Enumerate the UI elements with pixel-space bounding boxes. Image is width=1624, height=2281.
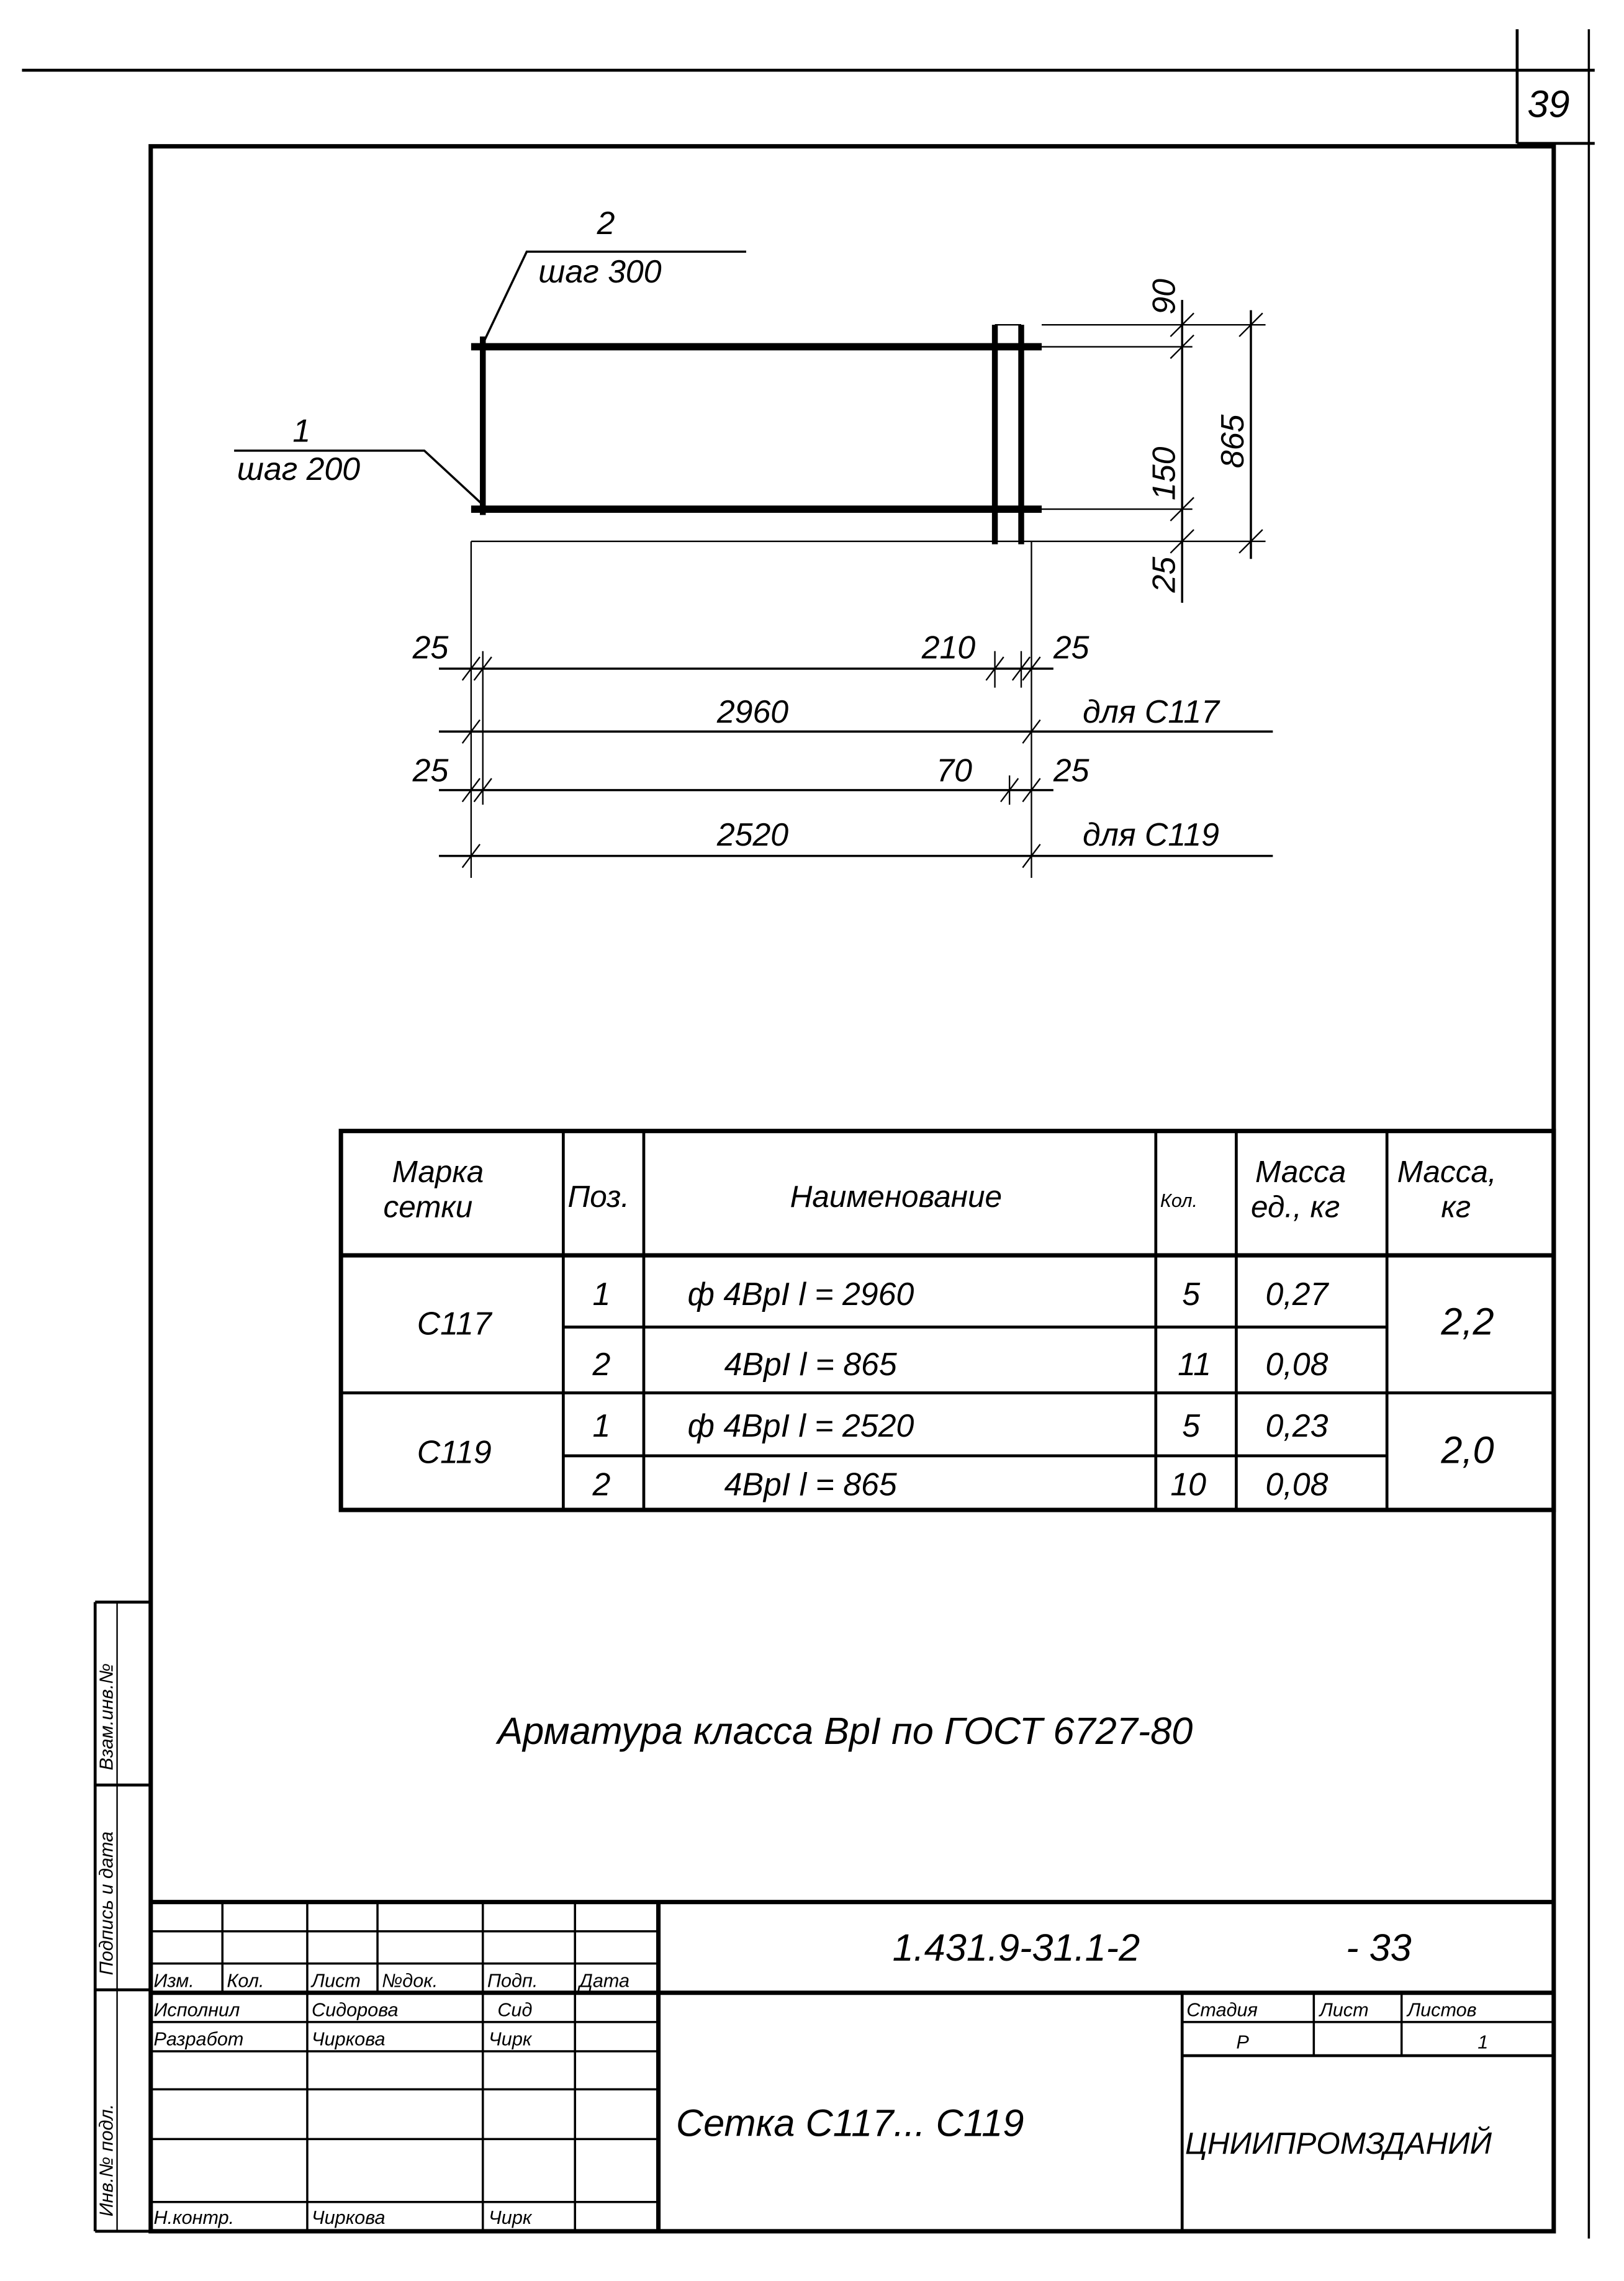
side-replace-inv: Взам.инв.№ xyxy=(96,1663,117,1770)
dim-c119-length: 2520 xyxy=(716,816,788,852)
dim-c119-left: 25 xyxy=(412,752,449,788)
dim-c117-mid: 210 xyxy=(921,629,976,665)
qty-c119-1: 5 xyxy=(1182,1407,1200,1443)
header-qty: Кол. xyxy=(1160,1190,1198,1211)
header-doc: №док. xyxy=(382,1970,438,1991)
name-c119-1: ф 4ВрI l = 2520 xyxy=(688,1407,914,1443)
dim-150: 150 xyxy=(1145,446,1181,500)
name-norm-control: Чиркова xyxy=(312,2207,386,2228)
sheets-value: 1 xyxy=(1477,2031,1488,2053)
sheet-number: 39 xyxy=(1527,83,1569,125)
mass-c119: 2,0 xyxy=(1440,1429,1494,1471)
mass-c117: 2,2 xyxy=(1440,1300,1494,1342)
header-name: Наименование xyxy=(790,1180,1002,1214)
sign-developed: Чирк xyxy=(489,2029,533,2050)
sign-executed: Сид xyxy=(497,1999,532,2020)
reinforcement-note: Арматура класса ВрI по ГОСТ 6727-80 xyxy=(495,1710,1193,1752)
side-sign-date: Подпись и дата xyxy=(96,1832,117,1976)
unit-mass-c119-2: 0,08 xyxy=(1266,1466,1329,1502)
name-developed: Чиркова xyxy=(312,2029,386,2050)
side-inv-orig: Инв.№ подл. xyxy=(96,2104,117,2217)
dim-c117-note: для С117 xyxy=(1083,693,1220,729)
header-change: Изм. xyxy=(154,1970,194,1991)
qty-c117-1: 5 xyxy=(1182,1276,1200,1312)
dim-865: 865 xyxy=(1214,414,1250,468)
role-norm-control: Н.контр. xyxy=(154,2207,235,2228)
name-c117-1: ф 4ВрI l = 2960 xyxy=(688,1276,914,1312)
pos-c119-2: 2 xyxy=(592,1466,611,1502)
header-date: Дата xyxy=(577,1970,629,1991)
title-block-grid xyxy=(150,1900,1554,2231)
pos2-number: 2 xyxy=(597,205,615,241)
dim-c117-left: 25 xyxy=(412,629,449,665)
pos2-pitch: шаг 300 xyxy=(538,253,661,289)
dim-c119-mid: 70 xyxy=(936,752,972,788)
pos-c117-2: 2 xyxy=(592,1346,611,1382)
unit-mass-c117-2: 0,08 xyxy=(1266,1346,1329,1382)
name-c119-2: 4ВрI l = 865 xyxy=(724,1466,897,1502)
spec-table-grid xyxy=(338,1129,1556,1512)
header-mark-1: Марка xyxy=(392,1155,484,1189)
role-developed: Разработ xyxy=(154,2029,244,2050)
header-unit-mass-2: ед., кг xyxy=(1251,1190,1340,1224)
dim-25-vertical: 25 xyxy=(1145,557,1181,594)
sheet-code: - 33 xyxy=(1346,1926,1412,1969)
name-c117-2: 4ВрI l = 865 xyxy=(724,1346,897,1382)
header-unit-mass-1: Масса xyxy=(1255,1155,1346,1189)
designation: 1.431.9-31.1-2 xyxy=(893,1926,1140,1969)
header-sheet: Лист xyxy=(310,1970,361,1991)
header-qty: Кол. xyxy=(227,1970,264,1991)
side-strip xyxy=(93,1601,151,2233)
header-mark-2: сетки xyxy=(384,1190,473,1224)
dim-c117-right: 25 xyxy=(1053,629,1089,665)
mesh-drawing xyxy=(234,250,1273,878)
header-pos: Поз. xyxy=(567,1180,629,1214)
dim-c119-note: для С119 xyxy=(1083,816,1219,852)
pos1-pitch: шаг 200 xyxy=(237,451,360,487)
dim-90: 90 xyxy=(1145,279,1181,315)
sign-norm-control: Чирк xyxy=(489,2207,533,2228)
pos1-number: 1 xyxy=(292,413,310,449)
qty-c117-2: 11 xyxy=(1178,1346,1211,1382)
mark-c119: С119 xyxy=(417,1434,492,1470)
pos-c119-1: 1 xyxy=(593,1407,611,1443)
unit-mass-c117-1: 0,27 xyxy=(1266,1276,1330,1312)
unit-mass-c119-1: 0,23 xyxy=(1266,1407,1329,1443)
organization: ЦНИИПРОМЗДАНИЙ xyxy=(1185,2126,1492,2161)
header-mass-1: Масса, xyxy=(1397,1155,1497,1189)
name-executed: Сидорова xyxy=(312,1999,399,2020)
header-sign: Подп. xyxy=(487,1970,538,1991)
role-executed: Исполнил xyxy=(154,1999,240,2020)
sheet-header: Лист xyxy=(1319,1999,1369,2020)
drawing-title: Сетка С117... С119 xyxy=(676,2102,1024,2144)
stage-header: Стадия xyxy=(1186,1999,1258,2020)
mark-c117: С117 xyxy=(417,1305,493,1341)
dim-c119-right: 25 xyxy=(1053,752,1089,788)
stage-value: Р xyxy=(1236,2031,1249,2053)
sheets-header: Листов xyxy=(1406,1999,1477,2020)
qty-c119-2: 10 xyxy=(1170,1466,1206,1502)
header-mass-2: кг xyxy=(1441,1190,1471,1224)
pos-c117-1: 1 xyxy=(593,1276,611,1312)
dim-c117-length: 2960 xyxy=(716,693,788,729)
